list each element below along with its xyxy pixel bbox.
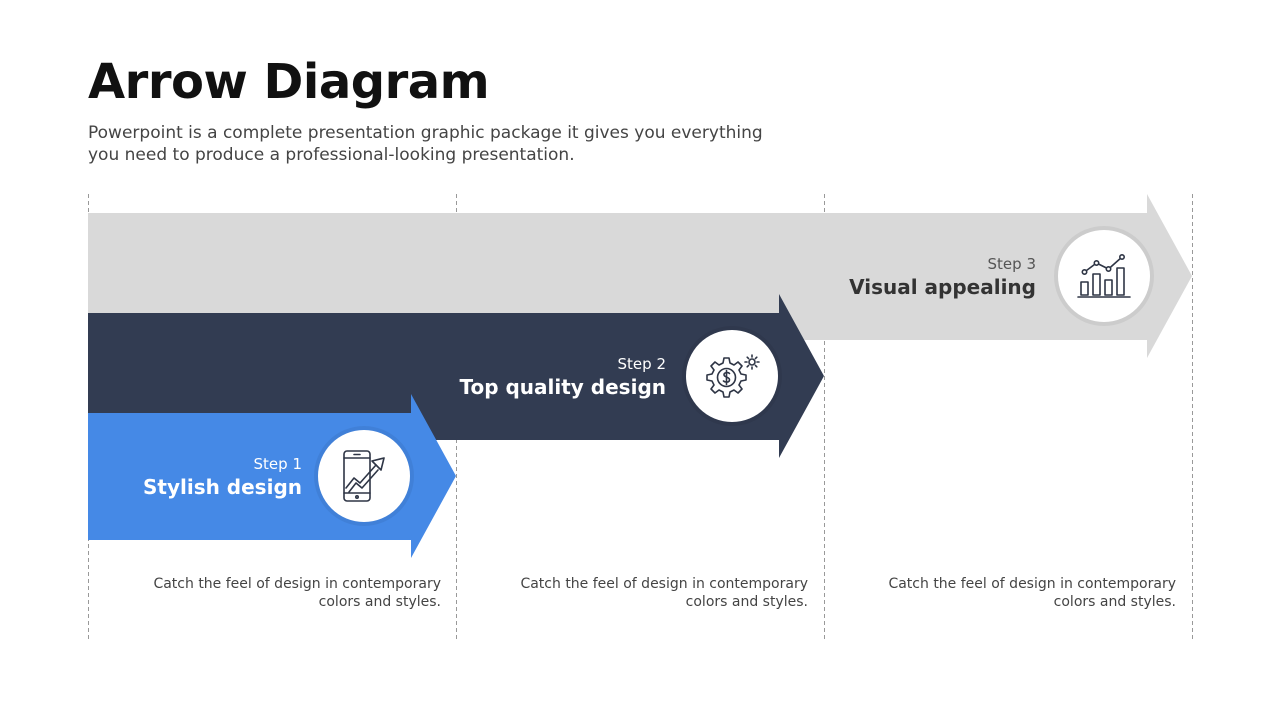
mobile-growth-icon: [343, 450, 385, 502]
step-2-text: Step 2 Top quality design: [459, 354, 666, 400]
step-2-description: Catch the feel of design in contemporary…: [520, 576, 808, 610]
step-1-icon-circle: [318, 430, 410, 522]
step-1-description: Catch the feel of design in contemporary…: [153, 576, 441, 610]
step-3-description: Catch the feel of design in contemporary…: [888, 576, 1176, 610]
step-2-icon-circle: [686, 330, 778, 422]
step-3-text: Step 3 Visual appealing: [849, 254, 1036, 300]
column-guides: [88, 194, 1193, 640]
step-1-label: Step 1: [253, 455, 302, 473]
gear-dollar-icon: [706, 354, 760, 398]
step-3-label: Step 3: [987, 255, 1036, 273]
page-title: Arrow Diagram: [88, 54, 490, 110]
step-2-name: Top quality design: [459, 375, 666, 399]
step-1-text: Step 1 Stylish design: [143, 454, 302, 500]
step-1-name: Stylish design: [142, 475, 302, 499]
page-subtitle: Powerpoint is a complete presentation gr…: [88, 123, 763, 165]
step-2-label: Step 2: [617, 355, 666, 373]
bar-chart-icon: [1077, 253, 1131, 298]
step-3-name: Visual appealing: [849, 275, 1036, 299]
step-3-icon-circle: [1058, 230, 1150, 322]
